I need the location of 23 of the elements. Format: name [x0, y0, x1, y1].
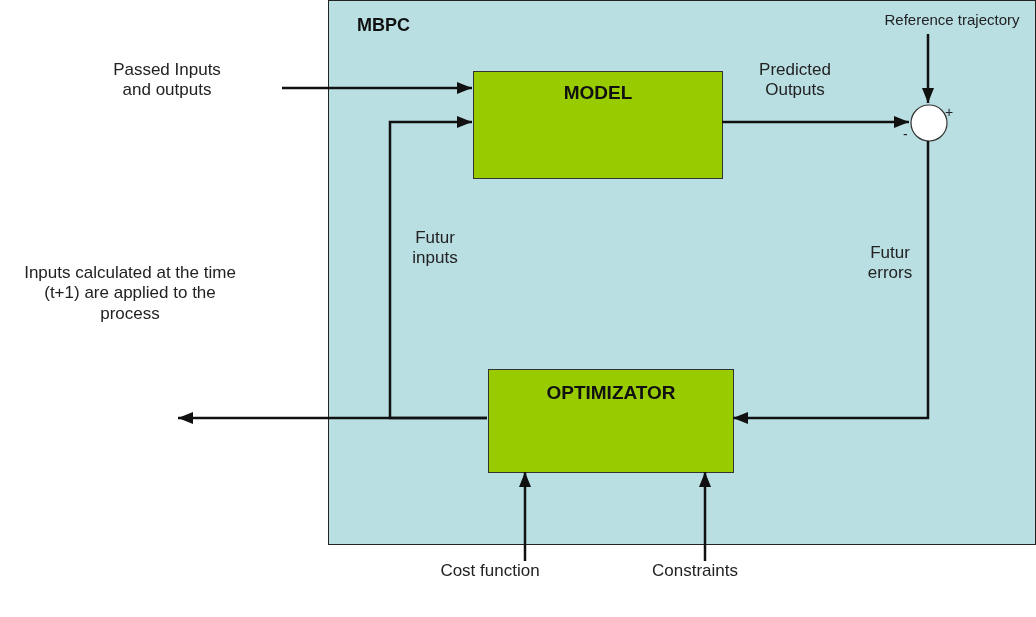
- output-note: Inputs calculated at the time (t+1) are applied to the process: [20, 263, 240, 333]
- controller-panel: [328, 0, 1036, 545]
- edge-label: Futur inputs: [411, 228, 459, 269]
- constraints-label: Constraints: [640, 561, 750, 585]
- input-label: Passed Inputs and outputs: [52, 60, 282, 106]
- model-block: [473, 71, 723, 179]
- reference-label: Reference trajectory: [867, 11, 1036, 35]
- arrow: [722, 116, 909, 128]
- block-title: OPTIMIZATOR: [545, 382, 677, 404]
- arrow: [282, 82, 472, 94]
- arrow: [178, 412, 487, 424]
- edge-label: Predicted Outputs: [758, 60, 832, 101]
- edge-label: Futur errors: [866, 243, 914, 284]
- arrow: [699, 472, 711, 561]
- arrow: [922, 34, 934, 103]
- block-title: MODEL: [562, 82, 634, 104]
- cost-function-label: Cost function: [420, 561, 560, 585]
- arrow: [733, 141, 930, 424]
- panel-title: MBPC: [357, 15, 410, 36]
- plus-sign: +: [945, 104, 954, 120]
- arrow: [519, 472, 531, 561]
- minus-sign: -: [903, 126, 908, 142]
- optimizer-block: [488, 369, 734, 473]
